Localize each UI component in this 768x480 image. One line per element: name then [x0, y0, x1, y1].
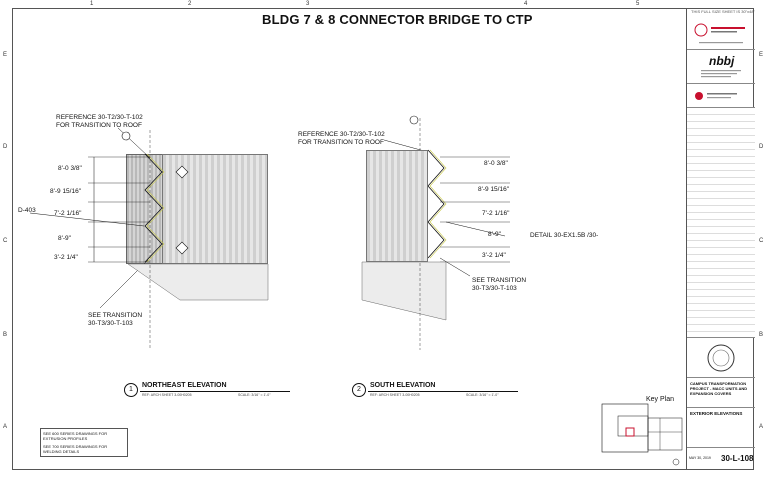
grid-letter: A [759, 424, 764, 430]
grid-number: 3 [306, 1, 310, 7]
drawing-title: EXTERIOR ELEVATIONS [690, 411, 743, 416]
ne-dim-3: 7'-2 1/16" [54, 210, 82, 217]
project-cell: CAMPUS TRANSFORMATION PROJECT - MACC UNI… [687, 378, 755, 408]
sheet-number: 30-L-108 [721, 454, 754, 463]
grid-number: 4 [524, 1, 528, 7]
grid-number: 2 [188, 1, 192, 7]
s-ground-slab [361, 261, 447, 321]
grid-letter: A [3, 424, 8, 430]
s-title-rule [368, 391, 518, 392]
sheet-size-banner: THIS FULL SIZE SHEET IS 30"x48" [691, 9, 755, 14]
consultant-logo-icon [695, 92, 737, 100]
firm-address-lines [701, 70, 741, 78]
s-dim-1: 8'-0 3/8" [484, 160, 508, 167]
ne-elevation-ref: REF: ARCH SHEET 3-00H0205 [142, 393, 192, 397]
key-plan-title: Key Plan [646, 396, 675, 403]
s-see-transition: SEE TRANSITION 30-T3/30-T-103 [472, 277, 527, 292]
ne-dim-4: 8'-9" [58, 235, 71, 242]
title-block: THIS FULL SIZE SHEET IS 30"x48" nbbj [686, 8, 755, 470]
revision-table [687, 108, 755, 338]
stamp-cell [687, 338, 755, 378]
grid-letter: E [759, 52, 764, 58]
client-logo-cell [687, 16, 755, 50]
firm-cell: nbbj [687, 50, 755, 84]
s-zigzag-accent [429, 149, 447, 259]
s-dim-5: 3'-2 1/4" [482, 252, 506, 259]
note-extrusion: SEE 600 SERIES DRAWINGS FOR EXTRUSION PR… [43, 431, 108, 441]
s-zigzag-brace [427, 149, 445, 259]
s-elevation-title: SOUTH ELEVATION [370, 382, 436, 389]
ne-elevation-title: NORTHEAST ELEVATION [142, 382, 227, 389]
note-welding: SEE 700 SERIES DRAWINGS FOR WELDING DETA… [43, 444, 108, 454]
ne-detail-bubble [121, 131, 131, 141]
ne-side-leader [29, 212, 145, 227]
client-seal-icon [694, 23, 745, 44]
grid-letter: B [3, 332, 8, 338]
ne-elevation-scale: SCALE: 3/16" = 1'-0" [238, 393, 271, 397]
s-dim-3: 7'-2 1/16" [482, 210, 510, 217]
ne-reference-note: REFERENCE 30-T2/30-T-102 FOR TRANSITION … [56, 114, 143, 129]
north-arrow [672, 458, 680, 466]
drawing-title-cell: EXTERIOR ELEVATIONS [687, 408, 755, 448]
sheet-title: BLDG 7 & 8 CONNECTOR BRIDGE TO CTP [262, 12, 533, 27]
ne-ground-slab [127, 263, 269, 301]
ne-elevation-number: 1 [124, 383, 138, 397]
ne-level-marker [175, 165, 189, 179]
s-building-facade [366, 150, 428, 262]
grid-letter: E [3, 52, 8, 58]
grid-number: 5 [636, 1, 640, 7]
s-detail-leader [445, 221, 506, 237]
ne-zigzag-brace [144, 153, 163, 263]
ne-dim-2: 8'-9 15/16" [50, 188, 82, 195]
grid-letter: B [759, 332, 764, 338]
stamp-seal-icon [707, 344, 735, 372]
grid-letter: D [3, 144, 8, 150]
ne-dim-1: 8'-0 3/8" [58, 165, 82, 172]
consultant-cell [687, 84, 755, 108]
ne-reference-leader [117, 127, 151, 159]
keyplan-highlight [625, 427, 635, 437]
s-dim-4: 8'-9" [488, 231, 501, 238]
project-name: CAMPUS TRANSFORMATION PROJECT - MACC UNI… [690, 381, 748, 396]
grid-letter: C [759, 238, 764, 244]
keyplan-bldg [647, 417, 683, 451]
ne-dim-5: 3'-2 1/4" [54, 254, 78, 261]
ne-level-marker [175, 241, 189, 255]
s-detail-note: DETAIL 30-EX1.5B /30- [530, 232, 599, 239]
grid-number: 1 [90, 1, 94, 7]
s-detail-bubble [409, 115, 419, 125]
ne-see-transition: SEE TRANSITION 30-T3/30-T-103 [88, 312, 143, 327]
firm-logo: nbbj [709, 54, 735, 68]
ne-zigzag-accent [146, 153, 165, 263]
s-reference-note: REFERENCE 30-T2/30-T-102 FOR TRANSITION … [298, 131, 385, 146]
s-elevation-number: 2 [352, 383, 366, 397]
keyplan-bldg [617, 415, 649, 437]
ne-side-tag: D-403 [18, 207, 36, 214]
grid-letter: D [759, 144, 764, 150]
s-elevation-scale: SCALE: 3/16" = 1'-0" [466, 393, 499, 397]
s-transition-leader [439, 257, 471, 277]
issue-date: MAY 30, 2019 [689, 456, 711, 460]
general-notes-box: SEE 600 SERIES DRAWINGS FOR EXTRUSION PR… [40, 428, 128, 457]
keyplan-outline [601, 403, 649, 453]
s-dim-2: 8'-9 15/16" [478, 186, 510, 193]
ne-title-rule [140, 391, 290, 392]
s-elevation-ref: REF: ARCH SHEET 3-00H0205 [370, 393, 420, 397]
grid-letter: C [3, 238, 8, 244]
sheet-number-cell: MAY 30, 2019 30-L-108 [687, 448, 755, 470]
